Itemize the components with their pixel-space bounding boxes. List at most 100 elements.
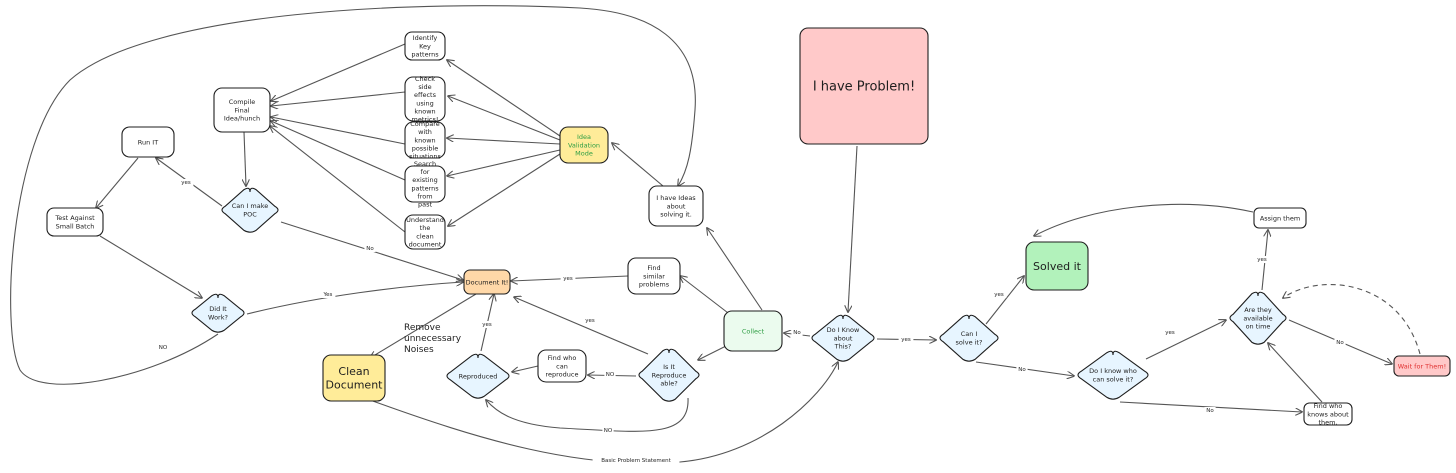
node-document-it[interactable]: Document It! [463, 269, 511, 295]
node-label-line: Document It! [466, 278, 509, 286]
node-label-line: known [414, 107, 435, 115]
edge-find-who-knows-to-available [1268, 343, 1323, 403]
edge-run-it-to-test-small [96, 157, 139, 208]
edge-label-reproduceable-to-find-who-reproduce: NO [606, 372, 615, 378]
node-shape-box [322, 354, 386, 402]
node-label-line: solving it. [660, 210, 692, 218]
edge-label-clean-document-to-do-i-know: Basic Problem Statement [601, 458, 671, 464]
node-label-run-it: Run IT [138, 138, 158, 146]
node-solved[interactable]: Solved it [1025, 241, 1089, 291]
node-label-line: document [409, 240, 442, 248]
node-label-line: Do I know who [1089, 367, 1137, 375]
node-label-wait: Wait for Them! [1398, 362, 1446, 370]
node-label-line: knows about [1307, 410, 1349, 418]
node-run-it[interactable]: Run IT [121, 126, 175, 158]
edge-label-can-make-poc-to-run-it: yes [181, 180, 191, 186]
node-shape-box [404, 165, 446, 203]
edge-idea-validation-to-compare [447, 138, 561, 145]
edge-label-reproduceable-to-document-it: yes [585, 318, 595, 324]
edge-label-bg [791, 329, 803, 336]
node-label-line: for [421, 168, 430, 176]
edge-label-do-i-know-to-can-i-solve: yes [901, 337, 911, 343]
node-label-assign: Assign them [1260, 214, 1300, 222]
edge-problem-to-do-i-know [848, 145, 858, 312]
node-problem[interactable]: I have Problem! [799, 27, 929, 145]
edge-label-bg [898, 336, 914, 343]
edge-label-bg [1016, 366, 1028, 373]
node-label-line: situations [409, 153, 441, 161]
node-label-line: using [416, 99, 434, 107]
node-label-line: Compile [229, 98, 256, 106]
node-shape-box [627, 257, 681, 295]
node-reproduced[interactable]: Reproduced [446, 353, 510, 399]
edge-collect-to-reproduceable [698, 344, 729, 360]
node-label-line: Check [415, 75, 435, 83]
node-label-line: Are they [1244, 306, 1272, 314]
edge-compare-to-compile [271, 117, 406, 145]
node-label-reproduced: Reproduced [459, 372, 498, 380]
edges-layer [10, 5, 1421, 464]
node-label-line: Clean [338, 365, 369, 378]
node-collect[interactable]: Collect [723, 310, 783, 352]
node-label-line: possible [412, 144, 439, 152]
node-label-line: Key [419, 42, 431, 50]
node-label-line: Document [326, 379, 384, 392]
node-label-line: on time [1246, 322, 1271, 330]
edge-idea-validation-to-search-existing [447, 149, 561, 176]
node-label-line: Can I [961, 330, 978, 338]
node-label-line: with [418, 128, 432, 136]
node-label-line: Work? [208, 313, 228, 321]
node-label-line: Understand [406, 216, 444, 224]
edge-label-find-similar-to-document-it: yes [563, 276, 573, 282]
edge-label-reproduced-to-document-it: yes [482, 322, 492, 328]
edge-label-bg [604, 371, 616, 378]
node-label-line: patterns [411, 50, 439, 58]
node-label-line: from [417, 192, 432, 200]
node-shape-box [121, 126, 175, 158]
node-assign[interactable]: Assign them [1253, 207, 1307, 229]
edge-reproduceable-to-reproduced [486, 397, 689, 432]
node-label-line: solve it? [956, 338, 983, 346]
node-label-line: able? [660, 379, 677, 387]
node-label-line: Test Against [54, 214, 95, 222]
edge-label-bg [320, 291, 336, 298]
node-label-line: Find who [1314, 402, 1343, 410]
edge-identify-key-to-compile [271, 43, 406, 101]
node-label-problem: I have Problem! [813, 80, 915, 95]
node-label-line: patterns [411, 184, 439, 192]
node-wait[interactable]: Wait for Them! [1393, 355, 1451, 377]
edge-label-bg [1162, 329, 1178, 336]
edge-label-bg [560, 275, 576, 282]
edge-label-did-it-work-to-document-it: Yes [323, 292, 333, 298]
edge-label-do-i-know-who-to-find-who-knows: No [1206, 408, 1214, 414]
